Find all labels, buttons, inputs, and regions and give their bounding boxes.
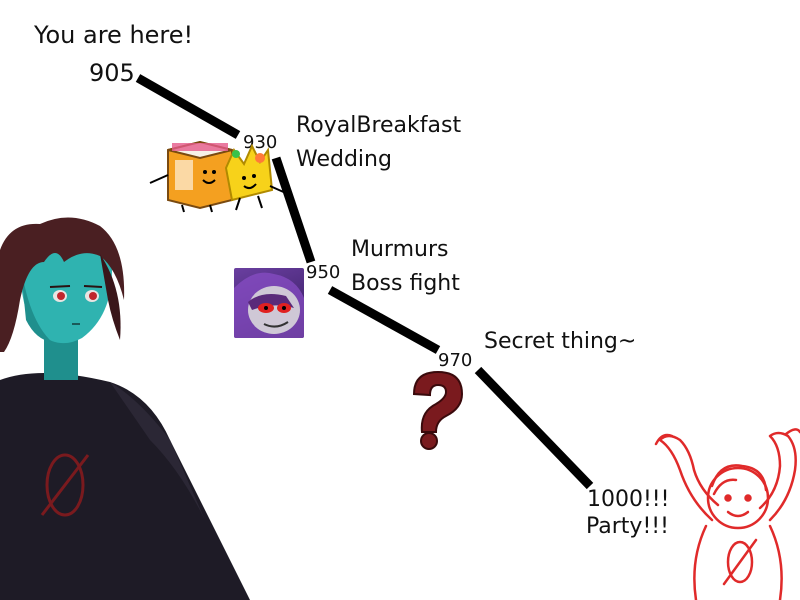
path-segment-970-1000	[474, 366, 594, 490]
path-segment-950-970	[327, 286, 441, 354]
milestone-930-title: RoyalBreakfast	[296, 113, 462, 138]
milestone-950-number: 950	[306, 262, 341, 283]
milestone-950-subtitle: Boss fight	[351, 271, 460, 296]
murmurs-villain-portrait-icon	[234, 268, 304, 338]
milestone-970-title: Secret thing~	[484, 329, 637, 354]
path-segment-930-950	[271, 156, 316, 264]
milestone-930-subtitle: Wedding	[296, 147, 392, 172]
milestone-905-number: 905	[89, 59, 135, 87]
path-segment-905-930	[135, 74, 241, 139]
you-are-here-label: You are here!	[34, 21, 194, 49]
milestone-1000-title: Party!!!	[586, 514, 669, 539]
milestone-1000-number: 1000!!!	[587, 487, 670, 512]
milestone-950-title: Murmurs	[351, 237, 449, 262]
milestone-970-number: 970	[438, 350, 473, 371]
